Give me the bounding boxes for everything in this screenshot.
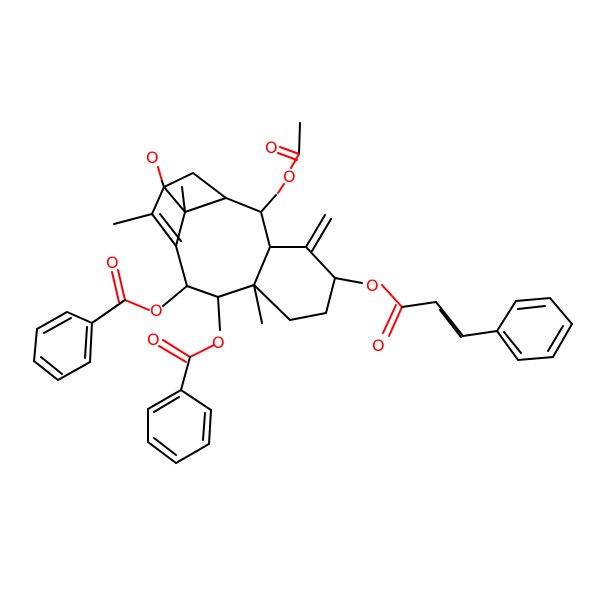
bond bbox=[161, 180, 165, 188]
atom-label-o: O bbox=[106, 253, 119, 272]
bond bbox=[186, 285, 219, 298]
bond bbox=[217, 296, 221, 331]
bond bbox=[180, 356, 191, 391]
methyl-bond bbox=[253, 284, 263, 324]
benzoate-group-1: O O bbox=[32, 253, 188, 382]
bond bbox=[217, 284, 255, 298]
methylene-bond bbox=[311, 218, 332, 252]
carbonyl-bond bbox=[111, 271, 120, 303]
carbonyl-bond bbox=[277, 152, 298, 161]
bond bbox=[91, 299, 126, 324]
bond bbox=[151, 213, 177, 247]
methylene-bond bbox=[305, 214, 326, 248]
carbonyl-bond bbox=[158, 345, 187, 363]
atom-label-o: O bbox=[150, 301, 163, 320]
phenyl-ring bbox=[147, 388, 213, 465]
bond bbox=[184, 197, 227, 213]
aromatic-bond bbox=[202, 412, 206, 441]
carbonyl-bond bbox=[117, 269, 126, 301]
bond bbox=[192, 172, 227, 199]
atom-label-o: O bbox=[212, 333, 225, 352]
bond bbox=[225, 197, 262, 213]
atom-label-o: O bbox=[265, 138, 278, 157]
phenyl-ring bbox=[32, 310, 94, 382]
atom-label-o: O bbox=[147, 330, 160, 349]
bond bbox=[305, 246, 336, 279]
aromatic-bond bbox=[84, 326, 88, 359]
carbonyl-bond bbox=[388, 306, 403, 337]
aromatic-bond bbox=[40, 356, 63, 375]
bond bbox=[163, 186, 186, 213]
phenyl-ring bbox=[495, 296, 574, 362]
aromatic-bond bbox=[547, 325, 564, 352]
bond bbox=[175, 211, 186, 247]
atom-label-o: O bbox=[366, 276, 379, 295]
methyl-bond bbox=[298, 122, 301, 155]
aromatic-bond bbox=[517, 305, 546, 310]
bond bbox=[260, 194, 277, 213]
bond bbox=[162, 285, 188, 307]
ester-bond bbox=[277, 183, 285, 194]
ester-bond bbox=[290, 153, 300, 169]
bond bbox=[175, 245, 188, 287]
bond bbox=[325, 277, 336, 314]
aromatic-bond bbox=[153, 396, 180, 413]
carbonyl-bond bbox=[279, 146, 300, 155]
carbonyl-bond bbox=[382, 304, 397, 334]
bond bbox=[334, 277, 363, 284]
ester-bond bbox=[124, 299, 150, 311]
vinyl-bond bbox=[439, 309, 462, 338]
ester-bond bbox=[381, 284, 403, 308]
ketone-group: O bbox=[146, 148, 165, 188]
carbonyl-bond bbox=[162, 339, 191, 358]
vinyl-bond bbox=[435, 301, 464, 337]
atom-label-o: O bbox=[146, 148, 159, 167]
atom-label-o: O bbox=[283, 167, 296, 186]
bond bbox=[253, 284, 291, 321]
bond bbox=[253, 246, 271, 286]
aromatic-bond bbox=[503, 331, 522, 354]
bond bbox=[151, 186, 165, 215]
aromatic-bond bbox=[153, 437, 177, 456]
bond bbox=[260, 211, 271, 248]
methyl-bond bbox=[113, 213, 153, 225]
methyl-bond bbox=[181, 186, 186, 213]
benzoate-group-2: O O bbox=[147, 296, 225, 465]
bond bbox=[163, 172, 194, 188]
atom-label-o: O bbox=[372, 336, 385, 355]
core-skeleton bbox=[113, 172, 336, 324]
bond bbox=[462, 330, 498, 337]
ester-bond bbox=[189, 344, 215, 358]
bond bbox=[289, 312, 327, 321]
cinnamate-group: O O bbox=[334, 276, 574, 362]
aromatic-bond bbox=[43, 317, 72, 334]
bond bbox=[401, 301, 437, 308]
acetate-group: O O bbox=[260, 122, 301, 213]
carbonyl-bond bbox=[157, 166, 163, 182]
